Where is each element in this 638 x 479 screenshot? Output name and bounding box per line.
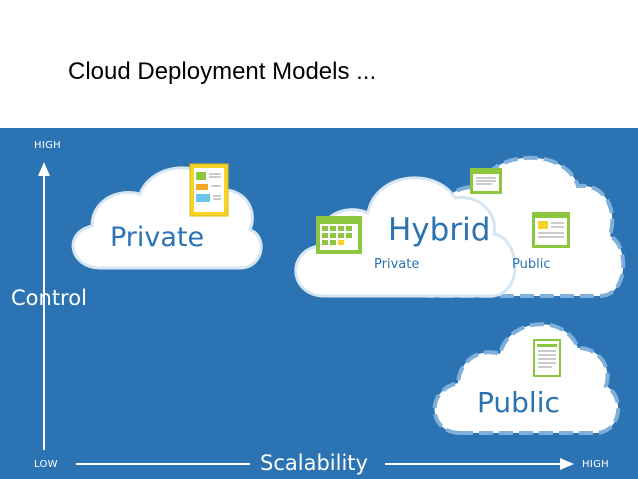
x-axis-low-label: LOW (34, 459, 58, 470)
diagram-art (38, 155, 626, 470)
browser-window-icon (470, 168, 502, 194)
x-axis-arrow (76, 458, 574, 470)
x-axis-high-label: HIGH (582, 459, 609, 470)
calendar-icon (316, 216, 362, 254)
document-icon (189, 163, 229, 217)
y-axis-arrow (38, 162, 50, 450)
public-cloud-title: Public (477, 386, 560, 419)
slide-title: Cloud Deployment Models ... (68, 58, 377, 85)
document-icon (533, 339, 561, 377)
hybrid-cloud-title: Hybrid (388, 212, 491, 248)
document-icon (532, 212, 570, 248)
private-cloud-title: Private (110, 222, 205, 253)
public-cloud (432, 322, 621, 435)
hybrid-private-label: Private (374, 257, 420, 272)
y-axis-label: Control (11, 286, 87, 310)
y-axis-high-label: HIGH (34, 140, 61, 151)
hybrid-private-cloud (294, 176, 517, 298)
x-axis-label: Scalability (260, 451, 368, 475)
deployment-diagram: HIGH Control LOW Scalability HIGH Privat… (0, 128, 638, 479)
hybrid-public-label: Public (512, 257, 551, 272)
